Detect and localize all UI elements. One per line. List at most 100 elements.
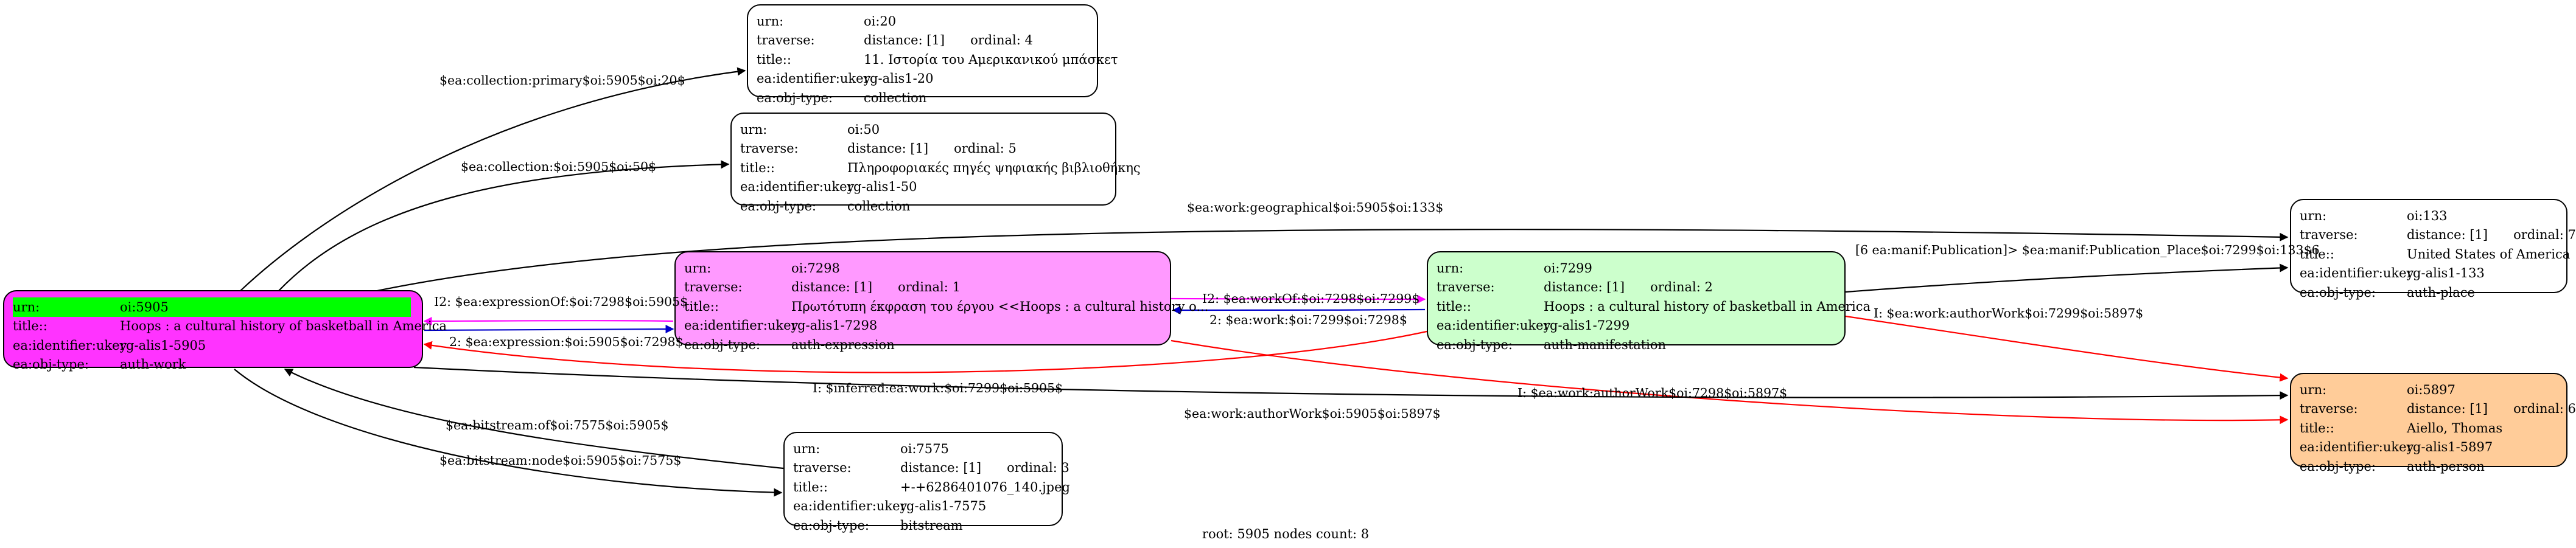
field-value: auth-manifestation — [1544, 338, 1833, 352]
edge-oi5905-to-oi5897 — [413, 366, 2289, 400]
field-value: distance: [1]ordinal: 6 — [2407, 401, 2576, 416]
edge-label: $ea:work:geographical$oi:5905$oi:133$ — [1187, 200, 1444, 215]
field-value-text: rg-alis1-20 — [864, 71, 934, 86]
field-value-text: Πληροφοριακές πηγές ψηφιακής βιβλιοθήκης — [847, 160, 1141, 175]
field-value-ordinal: ordinal: 7 — [2513, 227, 2576, 243]
node-field-row: title::Πρωτότυπη έκφραση του έργου <<Hoo… — [684, 297, 1208, 316]
edge-oi7575-to-oi5905 — [284, 369, 784, 470]
field-value: auth-person — [2407, 459, 2555, 474]
field-value-ordinal: ordinal: 2 — [1650, 280, 1713, 295]
edge-oi7298-to-oi5897 — [1171, 339, 2289, 425]
field-key: traverse: — [793, 460, 852, 476]
field-value-text: collection — [864, 90, 927, 105]
field-value-text: oi:20 — [864, 13, 897, 29]
field-value-text: oi:7298 — [791, 260, 840, 276]
node-field-row: title::Πληροφοριακές πηγές ψηφιακής βιβλ… — [740, 158, 1141, 178]
field-value: oi:5905 — [120, 300, 411, 314]
edge-label: [6 ea:manif:Publication]> $ea:manif:Publ… — [1855, 243, 2320, 257]
node-field-row: urn:oi:7299 — [1437, 258, 1833, 278]
node-field-row: ea:obj-type:collection — [740, 196, 1104, 216]
field-value-text: oi:5897 — [2407, 382, 2455, 397]
field-key: traverse: — [2300, 401, 2358, 417]
edge-oi5905-to-oi7575 — [234, 369, 783, 497]
field-value: 11. Ιστορία του Αμερικανικού μπάσκετ — [864, 52, 1118, 67]
field-key: ea:identifier:ukey — [793, 499, 908, 514]
node-field-row: ea:obj-type: auth-work — [13, 355, 411, 375]
field-value: auth-expression — [791, 338, 1159, 352]
field-value-text: auth-person — [2407, 459, 2485, 474]
field-value: Hoops : a cultural history of basketball… — [1544, 299, 1871, 314]
node-field-row: urn: oi:5897 — [2300, 380, 2555, 400]
field-value-text: oi:5905 — [120, 299, 169, 314]
node-field-row: ea:obj-type: auth-place — [2300, 283, 2555, 302]
field-key: traverse: — [740, 141, 799, 156]
edge-label: $ea:work:authorWork$oi:5905$oi:5897$ — [1184, 406, 1441, 421]
field-value: Hoops : a cultural history of basketball… — [120, 319, 447, 333]
field-value: rg-alis1-5897 — [2407, 440, 2555, 454]
field-key: title:: — [757, 52, 791, 67]
field-value: rg-alis1-133 — [2407, 266, 2555, 280]
node-field-row: traverse:distance: [1]ordinal: 2 — [1437, 278, 1833, 297]
field-value: oi:50 — [847, 122, 1104, 137]
edge-label: I: $ea:work:authorWork$oi:7298$oi:5897$ — [1517, 386, 1788, 400]
field-value: Πληροφοριακές πηγές ψηφιακής βιβλιοθήκης — [847, 161, 1141, 175]
field-value: auth-work — [120, 357, 411, 372]
node-field-row: urn: oi:20 — [757, 12, 1086, 31]
field-value-text: Aiello, Thomas — [2407, 420, 2503, 435]
node-field-row: traverse: distance: [1]ordinal: 6 — [2300, 400, 2576, 419]
field-value: rg-alis1-20 — [864, 71, 1086, 86]
field-key: urn: — [684, 260, 712, 276]
node-field-row: ea:obj-type:auth-expression — [684, 335, 1159, 355]
field-key: ea:obj-type: — [2300, 285, 2376, 300]
field-value-text: +-+6286401076_140.jpeg — [900, 479, 1070, 494]
field-value-text: United States of America — [2407, 246, 2571, 262]
node-field-row: traverse:distance: [1]ordinal: 5 — [740, 139, 1104, 159]
field-key: title:: — [13, 319, 47, 334]
field-key: ea:obj-type: — [13, 357, 89, 372]
field-key: urn: — [757, 13, 784, 29]
field-value: distance: [1]ordinal: 1 — [791, 280, 1159, 294]
edge-label: $ea:bitstream:node$oi:5905$oi:7575$ — [439, 453, 682, 468]
edge-label: I2: $ea:expressionOf:$oi:7298$oi:5905$ — [434, 294, 688, 309]
field-value-text: collection — [847, 198, 911, 213]
field-value: distance: [1] ordinal: 7 — [2407, 227, 2576, 242]
field-value: auth-place — [2407, 285, 2555, 300]
node-field-row: ea:obj-type:auth-manifestation — [1437, 335, 1833, 355]
field-value: rg-alis1-50 — [847, 179, 1104, 194]
node-field-row: traverse:distance: [1]ordinal: 3 — [793, 459, 1069, 478]
field-value: rg-alis1-7298 — [791, 318, 1159, 333]
field-value-text: oi:133 — [2407, 208, 2448, 223]
field-value-ordinal: ordinal: 3 — [1007, 460, 1069, 476]
field-value-text: distance: [1] — [2407, 227, 2488, 243]
field-key: ea:identifier:ukey — [1437, 318, 1551, 333]
field-key: ea:obj-type: — [2300, 459, 2376, 474]
field-value-text: rg-alis1-50 — [847, 179, 917, 195]
field-value-text: rg-alis1-7298 — [791, 318, 878, 333]
node-field-row: title::Hoops : a cultural history of bas… — [1437, 297, 1871, 316]
field-key: ea:identifier:ukey — [2300, 440, 2414, 455]
edge-label: $ea:collection:$oi:5905$oi:50$ — [461, 159, 657, 174]
edge-label: I: $inferred:ea:work:$oi:7299$oi:5905$ — [813, 381, 1063, 395]
field-value-text: distance: [1] — [791, 280, 873, 295]
node-field-row: urn:oi:133 — [2300, 206, 2555, 226]
field-key: urn: — [2300, 382, 2327, 397]
edge-label: 2: $ea:expression:$oi:5905$oi:7298$ — [449, 335, 684, 349]
graph-node-oi5897[interactable]: urn: oi:5897 traverse: distance: [1]ordinal… — [2290, 373, 2576, 474]
field-value-text: Hoops : a cultural history of basketball… — [120, 319, 447, 334]
field-value-text: distance: [1] — [864, 33, 945, 48]
node-field-row: ea:obj-type:bitstream — [793, 516, 1051, 535]
